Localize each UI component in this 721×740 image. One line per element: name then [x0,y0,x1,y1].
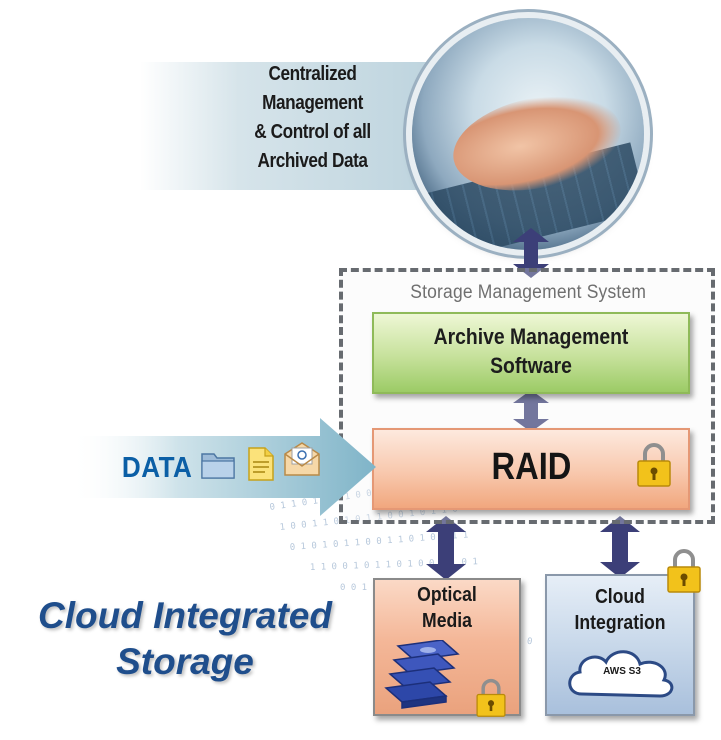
raid-label: RAID [491,446,571,488]
title-line-2: Storage [116,641,254,682]
cloud-icon [568,650,674,698]
optical-line-2: Media [422,610,472,632]
raid-box [372,428,690,510]
optical-line-1: Optical [417,584,477,606]
cloud-integration-label: Cloud Integration [545,584,695,636]
callout-line-3: & Control of all [254,121,371,143]
aws-s3-label: AWS S3 [603,666,641,677]
double-arrow-icon [513,390,549,432]
disc-stack-icon [384,640,460,709]
double-arrow-icon [600,516,640,578]
callout-line-4: Archived Data [257,150,368,172]
lock-icon [476,678,506,717]
double-arrow-icon [513,228,549,278]
optical-media-label: Optical Media [373,582,521,634]
callout-text: Centralized Management & Control of all … [225,60,400,176]
archive-management-label: Archive Management Software [372,322,690,380]
title-line-1: Cloud Integrated [38,595,332,636]
cloud-line-2: Integration [574,612,666,634]
email-icon [284,442,320,476]
callout-line-1: Centralized [268,63,357,85]
data-label: DATA [121,452,193,484]
keyboard-photo [412,18,644,250]
callout-line-2: Management [262,92,363,114]
lock-icon [667,549,701,593]
document-icon [248,447,274,481]
cloud-line-1: Cloud [595,586,645,608]
double-arrow-icon [426,516,466,580]
cloud-integrated-storage-title: Cloud Integrated Storage [20,593,350,685]
lock-icon [637,443,671,487]
folder-icon [201,453,235,479]
archive-line-1: Archive Management [433,324,629,349]
archive-line-2: Software [490,353,572,378]
archive-management-software-box [372,312,690,394]
storage-management-system-title: Storage Management System [410,282,646,303]
